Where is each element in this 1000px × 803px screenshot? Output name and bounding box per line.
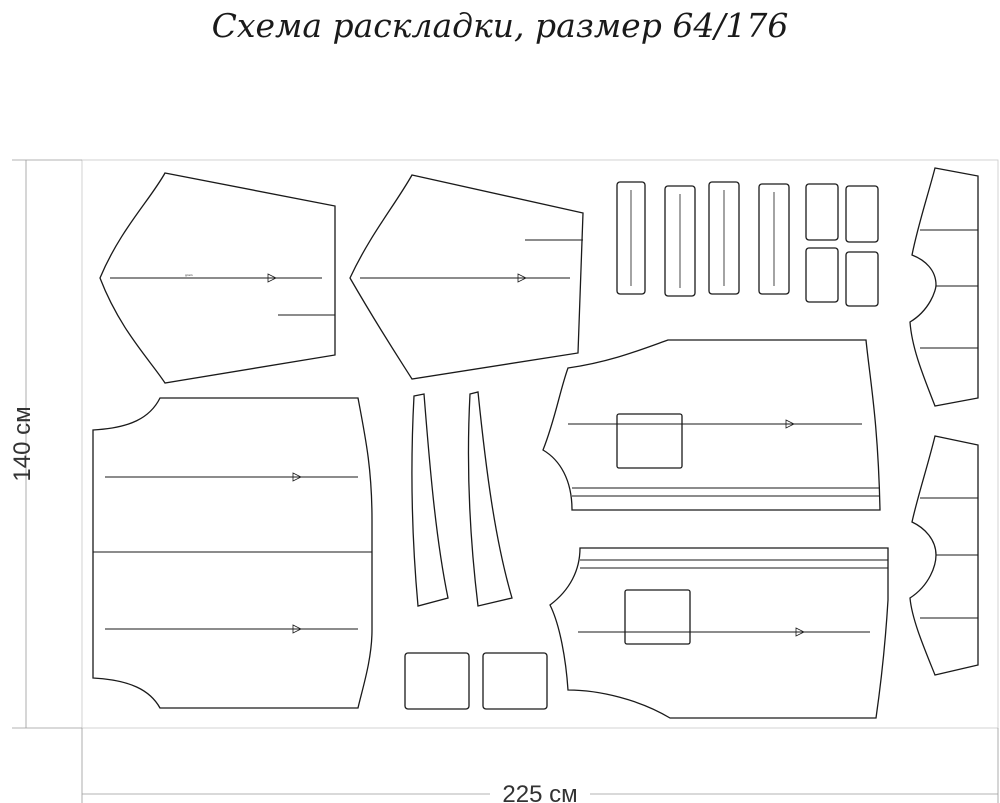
cuff-piece-2: [664, 185, 696, 297]
page-title: Схема раскладки, размер 64/176: [211, 6, 789, 45]
front-piece-upper: [542, 339, 881, 511]
height-label: 140 см: [9, 406, 36, 481]
width-dimension: 225 см: [81, 728, 999, 803]
width-label: 225 см: [502, 781, 577, 803]
back-piece: [92, 397, 373, 709]
cuff-piece-1: [616, 181, 646, 295]
side-piece-upper: [909, 167, 979, 407]
pocket-flap-2: [845, 185, 879, 243]
sleeve-piece-2: [349, 174, 584, 380]
pocket-flap-3: [805, 247, 839, 303]
svg-text:grain: grain: [185, 273, 193, 277]
pocket-flap-1: [805, 183, 839, 241]
height-dimension: 140 см: [9, 159, 82, 729]
facing-strip-2: [467, 391, 513, 607]
side-piece-lower: [909, 435, 979, 676]
collar-piece-1: [404, 652, 470, 710]
front-piece-lower: [549, 547, 889, 719]
pocket-flap-4: [845, 251, 879, 307]
fabric-frame: [81, 159, 999, 729]
cuff-piece-4: [758, 183, 790, 295]
sleeve-piece-1: grain: [99, 172, 336, 384]
cuff-piece-3: [708, 181, 740, 295]
collar-piece-2: [482, 652, 548, 710]
facing-strip-1: [411, 393, 449, 607]
